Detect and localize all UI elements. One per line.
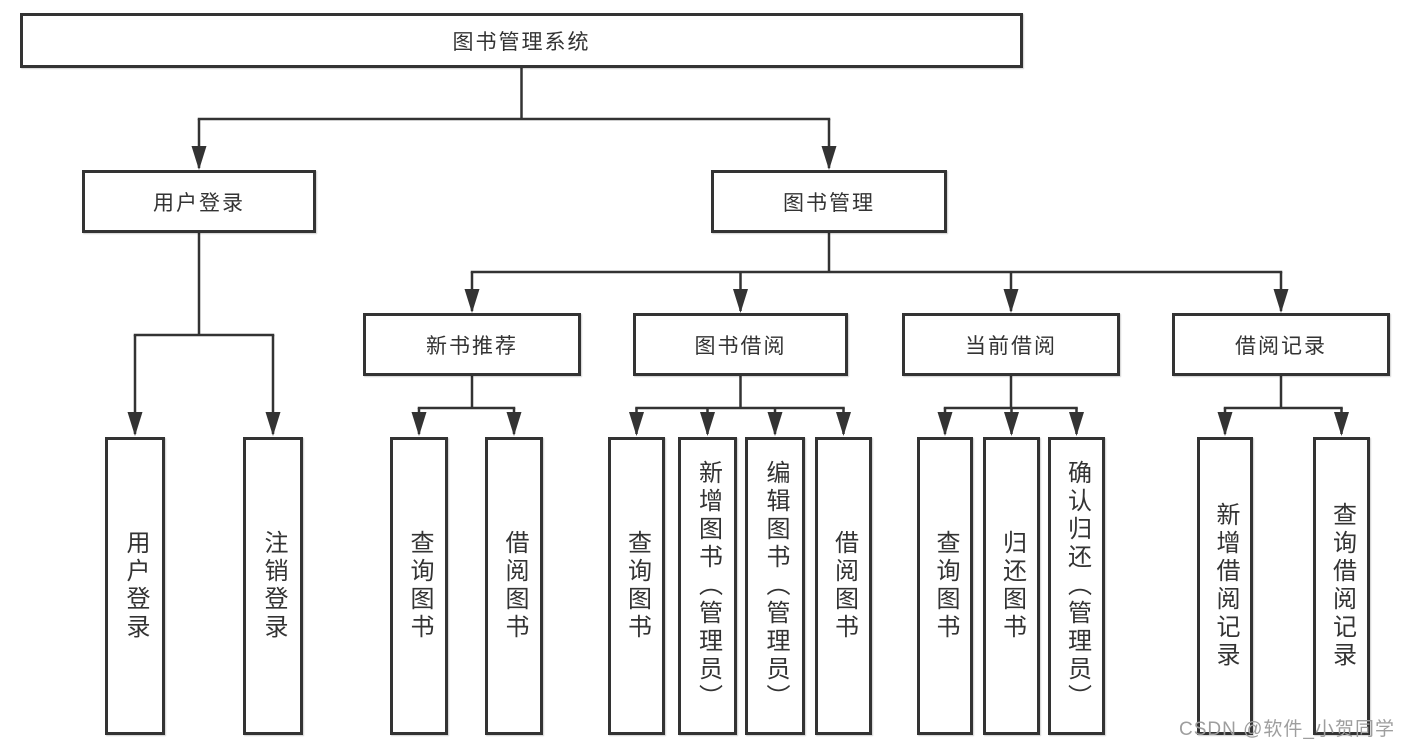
- leaf-logout: 注销登录: [243, 437, 303, 735]
- node-root-system: 图书管理系统: [20, 13, 1023, 68]
- node-current-borrow-label: 当前借阅: [965, 334, 1057, 358]
- leaf-current-query-books-label: 查询图书: [932, 530, 959, 642]
- node-new-book-recommend: 新书推荐: [363, 313, 581, 376]
- node-book-management: 图书管理: [711, 170, 947, 233]
- leaf-return-books: 归还图书: [983, 437, 1040, 735]
- node-book-management-label: 图书管理: [783, 191, 875, 215]
- leaf-logout-label: 注销登录: [260, 530, 287, 642]
- leaf-confirm-return-admin-label: 确认归还（管理员）: [1063, 460, 1091, 712]
- node-new-book-recommend-label: 新书推荐: [426, 334, 518, 358]
- leaf-borrow-books: 借阅图书: [815, 437, 872, 735]
- leaf-borrow-query-books-label: 查询图书: [623, 530, 651, 642]
- leaf-recommend-query-books-label: 查询图书: [406, 530, 433, 642]
- node-borrow-records: 借阅记录: [1172, 313, 1390, 376]
- node-user-login-label: 用户登录: [153, 191, 245, 215]
- leaf-edit-book-admin: 编辑图书（管理员）: [745, 437, 805, 735]
- leaf-add-borrow-record-label: 新增借阅记录: [1212, 502, 1239, 670]
- node-borrow-records-label: 借阅记录: [1235, 334, 1327, 358]
- leaf-add-borrow-record: 新增借阅记录: [1197, 437, 1253, 735]
- leaf-add-book-admin-label: 新增图书（管理员）: [694, 460, 722, 712]
- leaf-current-query-books: 查询图书: [917, 437, 973, 735]
- leaf-user-login: 用户登录: [105, 437, 165, 735]
- node-current-borrow: 当前借阅: [902, 313, 1120, 376]
- node-user-login: 用户登录: [82, 170, 316, 233]
- leaf-user-login-label: 用户登录: [122, 530, 149, 642]
- leaf-recommend-query-books: 查询图书: [390, 437, 448, 735]
- leaf-confirm-return-admin: 确认归还（管理员）: [1048, 437, 1105, 735]
- leaf-recommend-borrow-books: 借阅图书: [485, 437, 543, 735]
- leaf-borrow-books-label: 借阅图书: [830, 530, 858, 642]
- leaf-edit-book-admin-label: 编辑图书（管理员）: [762, 460, 789, 712]
- leaf-borrow-query-books: 查询图书: [608, 437, 665, 735]
- leaf-query-borrow-record-label: 查询借阅记录: [1328, 502, 1356, 670]
- node-root-system-label: 图书管理系统: [452, 30, 591, 54]
- leaf-add-book-admin: 新增图书（管理员）: [678, 437, 737, 735]
- leaf-recommend-borrow-books-label: 借阅图书: [501, 530, 528, 642]
- node-book-borrow: 图书借阅: [633, 313, 848, 376]
- watermark: CSDN @软件_小贺同学: [1179, 719, 1395, 740]
- leaf-return-books-label: 归还图书: [998, 530, 1026, 642]
- node-book-borrow-label: 图书借阅: [694, 334, 787, 358]
- leaf-query-borrow-record: 查询借阅记录: [1313, 437, 1370, 735]
